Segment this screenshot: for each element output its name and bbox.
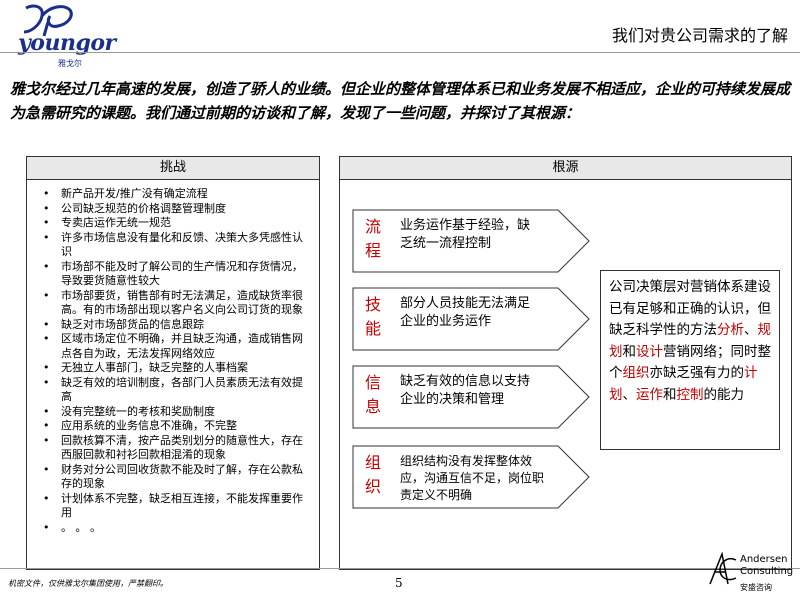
company-name-chinese: 安盛咨询: [740, 583, 772, 592]
conclusion-text-part: 亦缺乏强有力的: [649, 365, 745, 381]
cause-organization: 组织 组织结构没有发挥整体效应，沟通互信不足，岗位职责定义不明确: [352, 445, 590, 509]
highlight-operation: 运作: [636, 386, 663, 403]
cause-text: 业务运作基于经验，缺乏统一流程控制: [400, 218, 531, 251]
challenges-list: 新产品开发/推广没有确定流程 公司缺乏规范的价格调整管理制度 专卖店运作无统一规…: [27, 187, 319, 535]
confidential-notice: 机密文件，仅供雅戈尔集团使用，严禁翻印。: [8, 579, 168, 588]
andersen-logo-icon: [709, 552, 737, 585]
list-item: 回款核算不清，按产品类别划分的随意性大，存在西服回款和衬衫回款相混淆的现象: [27, 434, 319, 463]
conclusion-separator: 、: [744, 322, 758, 338]
list-item: 新产品开发/推广没有确定流程: [27, 187, 319, 202]
logo-text: youngor: [18, 30, 116, 56]
company-name-line2: Consulting: [740, 566, 794, 577]
footer-divider: [0, 568, 800, 569]
arrow-box-icon: [352, 287, 590, 351]
cause-text: 缺乏有效的信息以支持企业的决策和管理: [400, 374, 531, 407]
list-item: 应用系统的业务信息不准确，不完整: [27, 419, 319, 434]
root-causes-panel: 根源 流程 业务运作基于经验，缺乏统一流程控制 技能 部分人员技能无法满足企业的…: [339, 156, 792, 570]
cause-label: 组织: [364, 453, 381, 496]
conclusion-separator: 、: [622, 386, 637, 403]
list-item: 区域市场定位不明确，并且缺乏沟通，造成销售网点各自为政，无法发挥网络效应: [27, 332, 319, 361]
list-item: 没有完整统一的考核和奖励制度: [27, 405, 319, 420]
highlight-control: 控制: [676, 386, 704, 403]
list-item: 计划体系不完整，缺乏相互连接，不能发挥重要作用: [27, 492, 319, 521]
arrow-box-icon: [352, 445, 590, 509]
cause-text: 部分人员技能无法满足企业的业务运作: [400, 296, 531, 329]
intro-paragraph: 雅戈尔经过几年高速的发展，创造了骄人的业绩。但企业的整体管理体系已和业务发展不相…: [10, 80, 791, 122]
conclusion-text-part: 的能力: [703, 386, 745, 403]
highlight-analysis: 分析: [717, 322, 744, 338]
logo-chinese: 雅戈尔: [58, 59, 82, 68]
list-item: 专卖店运作无统一规范: [27, 216, 319, 231]
conclusion-box: 公司决策层对营销体系建设已有足够和正确的认识，但缺乏科学性的方法分析、规划和设计…: [600, 270, 780, 450]
cause-skills: 技能 部分人员技能无法满足企业的业务运作: [352, 287, 590, 351]
list-item: 无独立人事部门，缺乏完整的人事档案: [27, 361, 319, 376]
challenges-header: 挑战: [27, 157, 319, 180]
cause-text: 组织结构没有发挥整体效应，沟通互信不足，岗位职责定义不明确: [400, 454, 545, 502]
list-item: 市场部不能及时了解公司的生产情况和存货情况，导致要货随意性较大: [27, 260, 319, 289]
cause-information: 信息 缺乏有效的信息以支持企业的决策和管理: [352, 365, 590, 429]
root-causes-header: 根源: [340, 157, 791, 180]
challenges-panel: 挑战 新产品开发/推广没有确定流程 公司缺乏规范的价格调整管理制度 专卖店运作无…: [26, 156, 320, 570]
cause-process: 流程 业务运作基于经验，缺乏统一流程控制: [352, 209, 590, 273]
list-item: 许多市场信息没有量化和反馈、决策大多凭感性认识: [27, 231, 319, 260]
highlight-organization: 组织: [622, 365, 650, 381]
cause-label: 流程: [364, 217, 381, 260]
conclusion-separator: 和: [663, 386, 677, 403]
cause-label: 技能: [364, 295, 381, 338]
highlight-plan: 计划: [609, 365, 758, 403]
highlight-planning: 规划: [609, 322, 771, 360]
conclusion-text: 公司决策层对营销体系建设已有足够和正确的认识，但缺乏科学性的方法分析、规划和设计…: [609, 277, 775, 406]
youngor-logo-icon: [23, 4, 73, 37]
page-number: 5: [395, 576, 403, 590]
page-title: 我们对贵公司需求的了解: [611, 26, 788, 45]
cause-label: 信息: [364, 373, 381, 416]
arrow-box-icon: [352, 209, 590, 273]
header-divider: [0, 52, 800, 53]
list-item: 缺乏有效的培训制度，各部门人员素质无法有效提高: [27, 376, 319, 405]
conclusion-separator: 和: [622, 343, 637, 360]
arrow-box-icon: [352, 365, 590, 429]
conclusion-text-part: 公司决策层对营销体系建设已有足够和正确的认识，但缺乏科学性的方法: [609, 279, 771, 338]
company-name-line1: Andersen: [740, 554, 788, 565]
list-item: 市场部要货，销售部有时无法满足，造成缺货率很高。有的市场部出现以客户名义向公司订…: [27, 289, 319, 318]
list-item: 缺乏对市场部货品的信息跟踪: [27, 318, 319, 333]
conclusion-text-part: 营销网络；同时整个: [609, 343, 771, 382]
highlight-design: 设计: [636, 343, 663, 360]
list-item: 财务对分公司回收货款不能及时了解，存在公款私存的现象: [27, 463, 319, 492]
list-item: 。 。 。: [27, 521, 319, 536]
list-item: 公司缺乏规范的价格调整管理制度: [27, 202, 319, 217]
